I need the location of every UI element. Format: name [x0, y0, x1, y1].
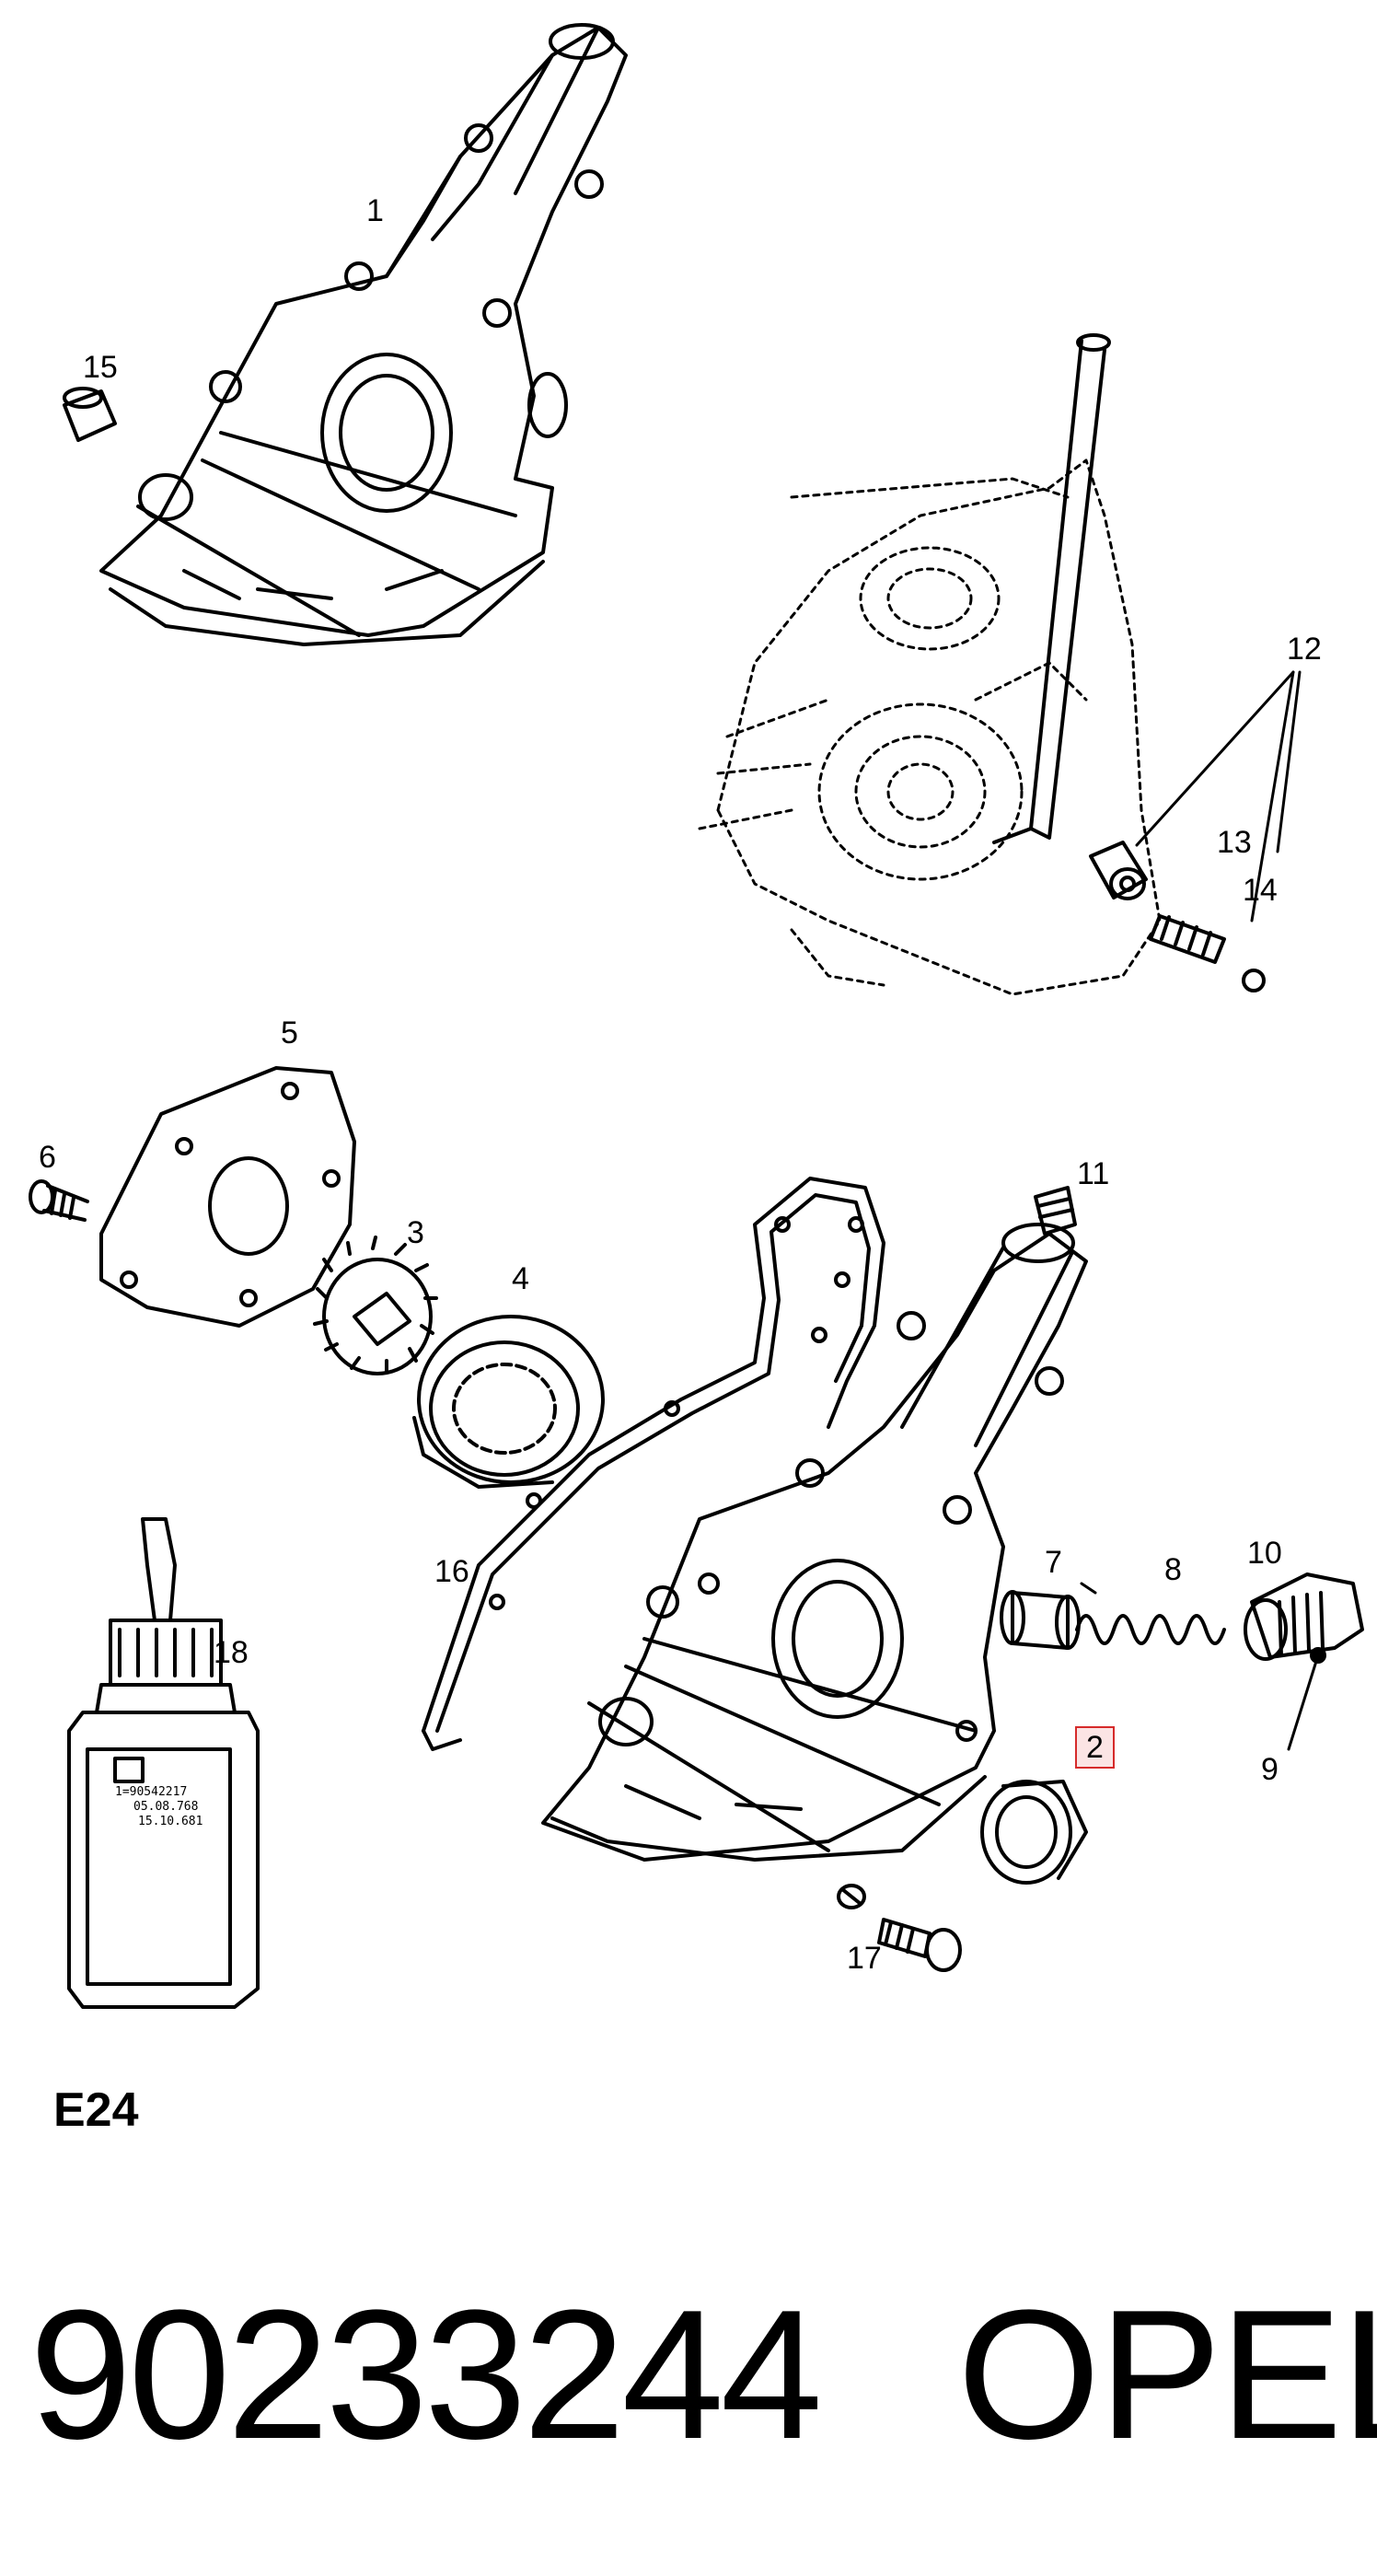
bushing-15	[63, 387, 117, 442]
callout-1: 1	[366, 193, 384, 228]
callout-2-highlighted[interactable]: 2	[1075, 1726, 1115, 1769]
oil-pump-housing-upper	[99, 23, 628, 646]
drive-gear-3	[313, 1236, 438, 1375]
gasket-16	[422, 1177, 885, 1751]
callout-3: 3	[407, 1215, 424, 1250]
callout-13: 13	[1217, 825, 1252, 860]
shaft-seal-2	[980, 1780, 1088, 1885]
bolt-17	[837, 1884, 962, 1972]
engine-block-context	[698, 458, 1162, 996]
part-number: 90233244	[29, 2272, 823, 2477]
bottle-label-line-2: 05.08.768	[133, 1800, 199, 1814]
leader-lines-12	[1135, 670, 1302, 922]
cover-plate-5	[99, 1066, 356, 1328]
bottle-label-line-1: 1=90542217	[115, 1785, 188, 1799]
plug-11	[1034, 1186, 1077, 1236]
callout-leader-lines	[1080, 1582, 1097, 1595]
seal-ring-14	[1242, 969, 1266, 992]
sealant-bottle-18	[67, 1517, 260, 2009]
callout-15: 15	[83, 350, 118, 385]
callout-10: 10	[1247, 1536, 1282, 1571]
bottle-label-line-3: 15.10.681	[138, 1815, 203, 1828]
brand-name: OPEL	[957, 2272, 1377, 2477]
callout-12: 12	[1287, 632, 1322, 667]
dipstick-tube	[992, 333, 1111, 844]
callout-5: 5	[281, 1015, 298, 1050]
rotor-ring-4	[412, 1315, 605, 1489]
callout-7: 7	[1045, 1545, 1062, 1580]
spring-8	[1075, 1614, 1226, 1645]
callout-9: 9	[1261, 1752, 1279, 1787]
callout-6: 6	[39, 1140, 56, 1175]
threaded-plug-10	[1244, 1572, 1364, 1661]
oil-pump-housing-lower	[541, 1223, 1088, 1862]
washer-9	[1287, 1647, 1326, 1751]
callout-18: 18	[214, 1635, 249, 1670]
screw-6	[29, 1179, 89, 1222]
callout-16: 16	[434, 1554, 469, 1589]
spring-13	[1149, 914, 1226, 964]
relief-plug-12	[1089, 841, 1148, 900]
callout-8: 8	[1164, 1552, 1182, 1587]
callout-14: 14	[1243, 873, 1278, 908]
section-code: E24	[53, 2083, 139, 2137]
piston-7	[1000, 1590, 1081, 1650]
callout-4: 4	[512, 1261, 529, 1296]
callout-17: 17	[847, 1941, 882, 1976]
callout-11: 11	[1077, 1156, 1110, 1191]
